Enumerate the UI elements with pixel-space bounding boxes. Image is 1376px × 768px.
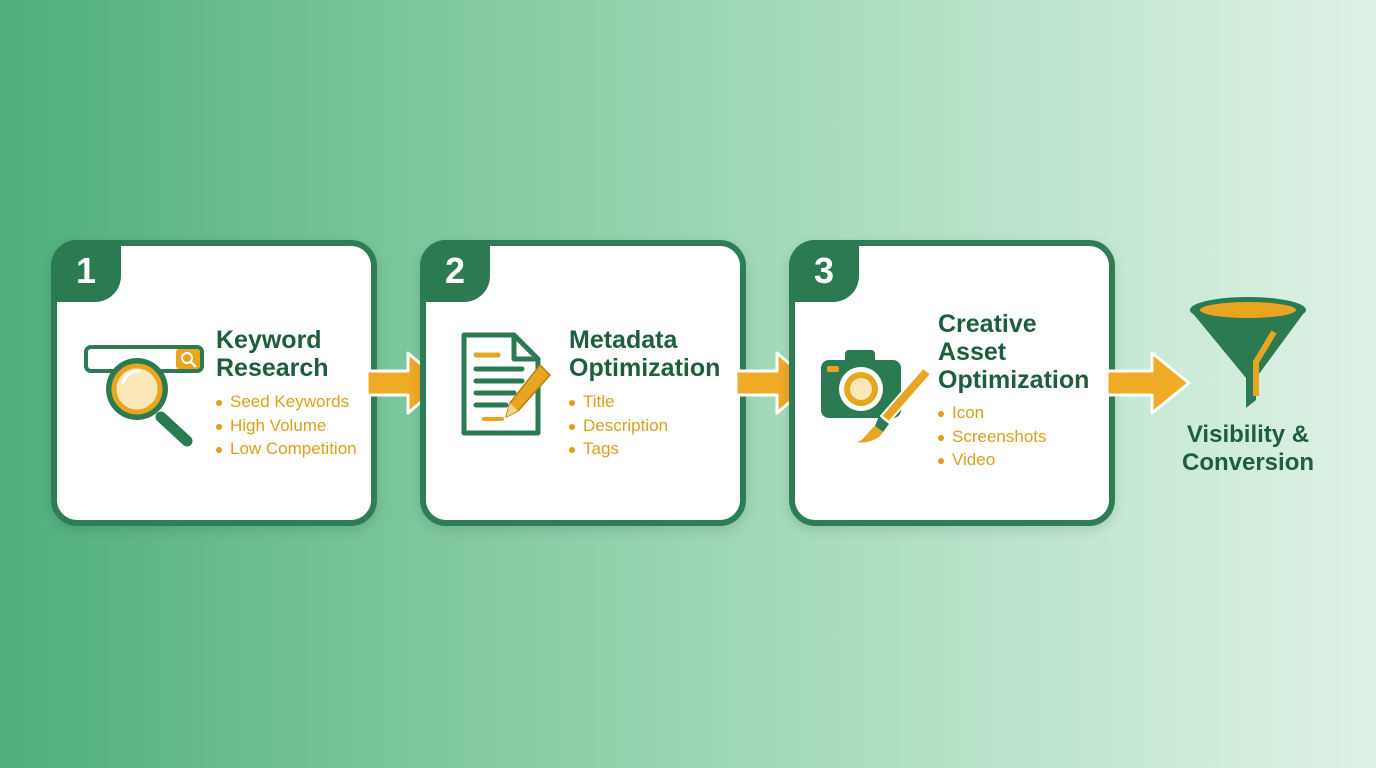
document-pencil-icon — [461, 332, 551, 436]
arrow-right-icon — [1105, 351, 1191, 415]
step-bullet-list: Seed Keywords High Volume Low Competitio… — [216, 390, 357, 461]
step-bullet-list: Title Description Tags — [569, 390, 668, 461]
list-item: Description — [569, 414, 668, 438]
list-item: Tags — [569, 437, 668, 461]
step-title: Keyword Research — [216, 326, 329, 382]
funnel-icon — [1190, 297, 1306, 408]
step-bullet-list: Icon Screenshots Video — [938, 401, 1047, 472]
list-item: Low Competition — [216, 437, 357, 461]
list-item: High Volume — [216, 414, 357, 438]
step-card-1: 1 Keyword Research Seed Keywords High Vo… — [51, 240, 377, 526]
step-number-badge: 1 — [51, 240, 121, 302]
step-card-3: 3 Creative Asset Optimization Icon Scree… — [789, 240, 1115, 526]
list-item: Title — [569, 390, 668, 414]
step-title: Metadata Optimization — [569, 326, 721, 382]
step-number-badge: 2 — [420, 240, 490, 302]
list-item: Screenshots — [938, 425, 1047, 449]
step-number-badge: 3 — [789, 240, 859, 302]
list-item: Video — [938, 448, 1047, 472]
step-card-2: 2 Metadata Optimization Title Descriptio… — [420, 240, 746, 526]
list-item: Seed Keywords — [216, 390, 357, 414]
magnifier-search-icon — [84, 345, 204, 447]
list-item: Icon — [938, 401, 1047, 425]
outcome-label: Visibility & Conversion — [1181, 421, 1315, 476]
camera-paintbrush-icon — [821, 350, 931, 443]
step-title: Creative Asset Optimization — [938, 310, 1090, 394]
